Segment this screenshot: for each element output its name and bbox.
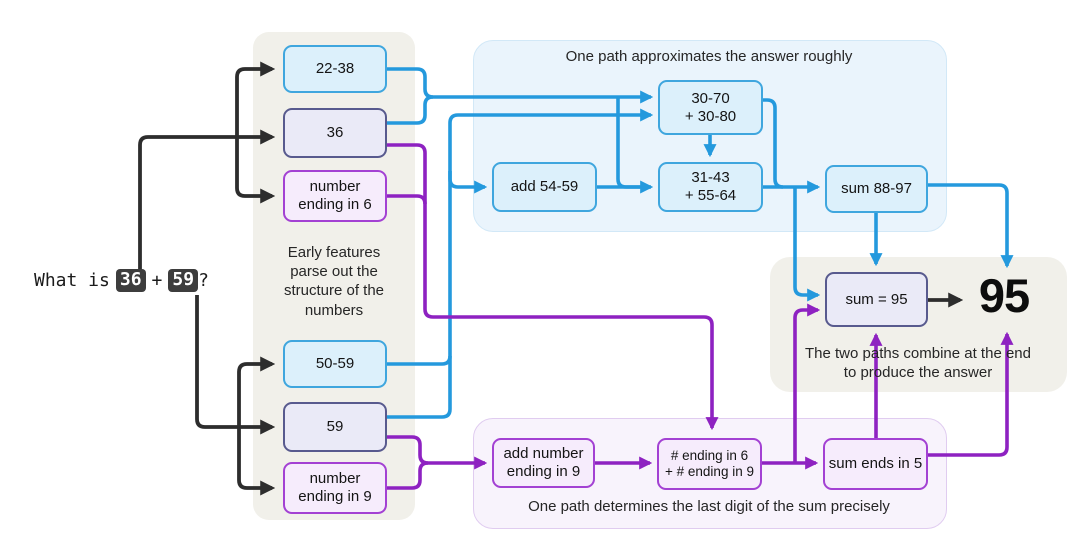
edge-token59-to-59 [195, 295, 276, 435]
edge-token59-to-5059 [237, 356, 276, 427]
edge-ending6-join [387, 194, 427, 205]
token-36: 36 [115, 269, 146, 292]
node-sum-88-97: sum 88-97 [825, 165, 928, 213]
node-feature-36: 36 [283, 108, 387, 158]
edge-5059-join [387, 355, 452, 366]
node-add-54-59: add 54-59 [492, 162, 597, 212]
node-feature-50-59: 50-59 [283, 340, 387, 388]
token-59: 59 [168, 269, 199, 292]
edge-token36-to-ending6 [235, 137, 276, 204]
node-ending-combo: # ending in 6+ # ending in 9 [657, 438, 762, 490]
node-sum-range-31-43: 31-43+ 55-64 [658, 162, 763, 212]
node-sum-range-30-70: 30-70+ 30-80 [658, 80, 763, 135]
node-sum-equals-95: sum = 95 [825, 272, 928, 327]
edge-36-join [387, 95, 434, 125]
node-feature-22-38: 22-38 [283, 45, 387, 93]
edge-token59-to-ending9 [237, 427, 276, 496]
edge-36-to-endcombo [387, 143, 719, 431]
prompt-operator: + [151, 269, 163, 291]
edge-sumrange1-join [763, 98, 784, 189]
caption-precise-path: One path determines the last digit of th… [528, 498, 890, 515]
edge-branch-to-sum95-left-purple [793, 303, 821, 463]
caption-early-features: Early features parse out the structure o… [283, 244, 385, 319]
edge-branch-to-sumrange2 [616, 97, 640, 189]
edge-2238-to-sumrange1 [387, 67, 654, 104]
prompt-prefix: What is [34, 269, 110, 291]
edge-token36-to-2238 [235, 61, 276, 137]
edge-ending9-join [387, 461, 429, 490]
edge-sum8897-to-answer [928, 183, 1014, 269]
edge-token36-to-36 [138, 129, 276, 270]
edge-59-to-addend9 [387, 435, 488, 470]
node-sum-ends-in-5: sum ends in 5 [823, 438, 928, 490]
prompt-text: What is 36 + 59 ? [34, 269, 209, 292]
edge-59-to-sumrange1 [387, 108, 654, 419]
caption-approximate-path: One path approximates the answer roughly [565, 48, 853, 65]
node-feature-59: 59 [283, 402, 387, 452]
final-answer: 95 [978, 269, 1030, 322]
edge-sumends5-to-answer [928, 331, 1014, 457]
edge-trunk-to-add5459 [448, 171, 488, 194]
caption-combine: The two paths combine at the end to prod… [805, 345, 1031, 382]
prompt-suffix: ? [198, 269, 209, 291]
edge-branch-to-sum95-left [793, 187, 821, 302]
